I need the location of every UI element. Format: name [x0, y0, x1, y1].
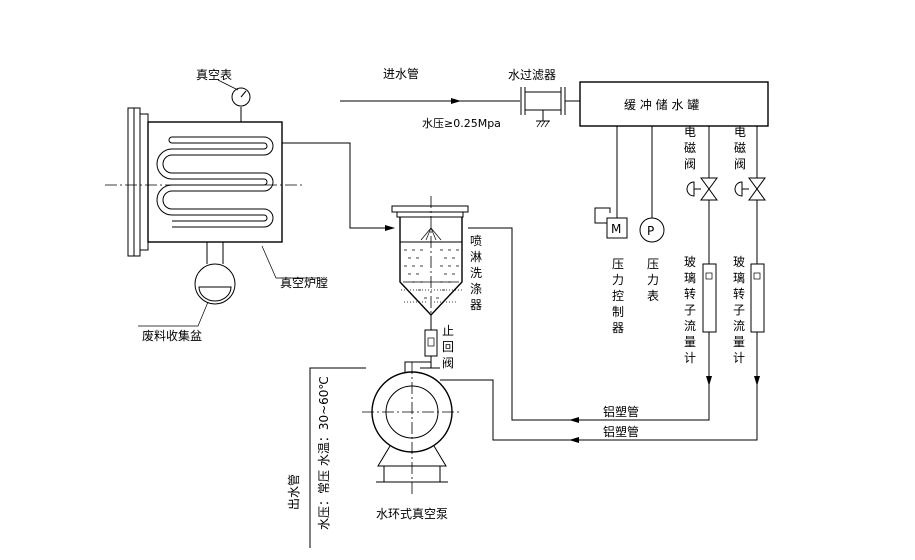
water-outlet-pipe	[309, 367, 366, 548]
water-outlet-label: 出水管	[286, 474, 301, 510]
buffer-tank-label: 缓 冲 储 水 罐	[624, 97, 699, 112]
pressure-controller-label: 压力控制器	[612, 257, 624, 335]
symbol-m: M	[611, 222, 621, 236]
water-inlet-label: 进水管	[383, 66, 419, 81]
pressure-gauge-icon	[639, 217, 665, 243]
solenoid-valve-2-label: 电磁阀	[734, 125, 746, 171]
spray-washer-label: 喷淋洗涤器	[470, 234, 482, 312]
vacuum-pump: 水环式真空泵	[309, 361, 462, 548]
vacuum-gauge-label: 真空表	[196, 68, 232, 82]
solenoid-valve-1-label: 电磁阀	[684, 125, 696, 171]
rotameter-1-label: 玻璃转子流量计	[684, 255, 696, 365]
pressure-gauge: P 压力表	[639, 126, 665, 303]
rotameter-2-label: 玻璃转子流量计	[733, 255, 745, 365]
vacuum-chamber-label: 真空炉膛	[280, 276, 328, 290]
solenoid-line-2: 电磁阀 玻璃转子流量计	[733, 125, 766, 386]
vacuum-chamber: 真空表 真空炉膛	[105, 68, 328, 290]
pressure-gauge-label: 压力表	[647, 257, 659, 303]
water-filter: 水过滤器	[508, 68, 580, 128]
pressure-controller: M 压力控制器	[594, 126, 628, 335]
water-filter-label: 水过滤器	[508, 68, 556, 82]
waste-basin: 废料收集盆	[138, 242, 236, 343]
rotameter-1	[702, 263, 717, 333]
pipe-1-label: 铝塑管	[603, 404, 639, 419]
rotameter-2	[750, 263, 765, 333]
waste-basin-label: 废料收集盆	[142, 328, 202, 343]
water-pressure-label: 水压≥0.25Mpa	[422, 117, 501, 130]
water-inlet: 进水管 水压≥0.25Mpa	[340, 66, 520, 130]
spray-washer: 喷淋洗涤器	[391, 196, 482, 330]
check-valve-label: 止回阀	[442, 324, 454, 370]
outlet-condition-label: 水压：常压 水温：30~60℃	[317, 376, 331, 530]
gas-pipe	[282, 142, 376, 229]
buffer-tank: 缓 冲 储 水 罐	[579, 81, 769, 127]
vacuum-gauge-icon	[231, 87, 251, 107]
pump-label: 水环式真空泵	[376, 507, 448, 521]
return-pipes: 铝塑管 铝塑管	[440, 227, 758, 443]
pipe-2-label: 铝塑管	[603, 424, 639, 439]
solenoid-line-1: 电磁阀 玻璃转子流量计	[684, 125, 718, 386]
symbol-p: P	[647, 224, 654, 238]
